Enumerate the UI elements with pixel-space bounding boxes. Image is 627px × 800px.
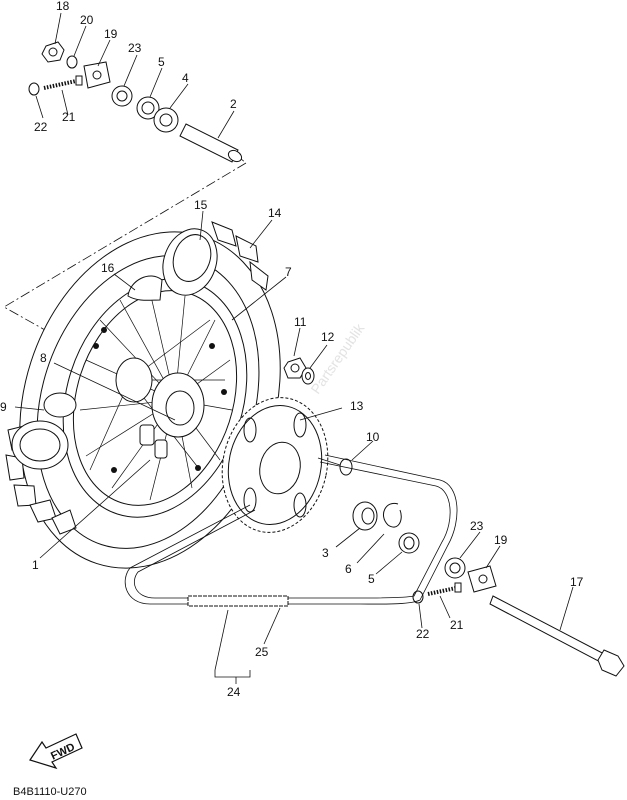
washer-part-12[interactable] (301, 367, 315, 385)
sprocket-part-13[interactable] (210, 388, 340, 543)
collar-part-23a[interactable] (111, 85, 133, 107)
callout-21: 21 (450, 618, 464, 632)
callout-17: 17 (570, 575, 584, 589)
callout-11: 11 (294, 315, 307, 329)
callout-2: 2 (230, 97, 237, 111)
callout-19: 19 (104, 27, 118, 41)
rim-band-part-9[interactable] (43, 392, 77, 418)
fwd-arrow-icon: FWD (29, 733, 83, 770)
diagram-code: B4B1110-U270 (13, 786, 87, 798)
callout-labels: 18 20 19 23 5 4 2 22 21 15 14 16 7 8 9 1… (0, 0, 584, 699)
callout-13: 13 (350, 399, 364, 413)
callout-7: 7 (285, 265, 292, 279)
oil-seal-part-5b[interactable] (398, 532, 420, 554)
callout-16: 16 (101, 261, 115, 275)
callout-1: 1 (32, 558, 39, 572)
bearing-part-4[interactable] (153, 107, 179, 133)
callout-24: 24 (227, 685, 241, 699)
callout-8: 8 (40, 351, 47, 365)
washer-part-20[interactable] (66, 55, 78, 69)
drive-chain[interactable] (124, 454, 458, 607)
callout-14: 14 (268, 206, 282, 220)
leader-lines (14, 12, 574, 684)
callout-23: 23 (128, 41, 142, 55)
callout-5: 5 (368, 572, 375, 586)
washer-part-22a[interactable] (28, 82, 40, 96)
callout-20: 20 (80, 13, 94, 27)
callout-6: 6 (345, 562, 352, 576)
bearing-part-3[interactable] (352, 501, 378, 531)
axle-part-17[interactable] (489, 595, 625, 677)
hub[interactable] (115, 357, 205, 459)
callout-3: 3 (322, 546, 329, 560)
callout-12: 12 (321, 330, 335, 344)
circlip-part-6[interactable] (383, 502, 402, 528)
nut-part-11[interactable] (283, 357, 307, 379)
oil-seal-part-5a[interactable] (136, 96, 160, 120)
collar-part-23b[interactable] (444, 557, 466, 579)
callout-9: 9 (0, 400, 7, 414)
callout-15: 15 (194, 198, 208, 212)
adjuster-part-19a[interactable] (83, 61, 111, 89)
callout-5: 5 (158, 55, 165, 69)
callout-10: 10 (366, 430, 380, 444)
adjust-bolt-part-21b[interactable] (427, 582, 462, 596)
callout-18: 18 (56, 0, 70, 13)
washer-part-22b[interactable] (412, 590, 424, 604)
callout-22: 22 (34, 120, 48, 134)
callout-22: 22 (416, 627, 430, 641)
adjuster-part-19b[interactable] (467, 565, 497, 593)
adjust-bolt-part-21a[interactable] (43, 75, 83, 90)
rim-band-part-16[interactable] (127, 275, 163, 301)
spacer-part-2[interactable] (179, 123, 244, 164)
callout-4: 4 (182, 71, 189, 85)
callout-19: 19 (494, 533, 508, 547)
tube-section (11, 420, 69, 470)
callout-25: 25 (255, 645, 269, 659)
callout-23: 23 (470, 519, 484, 533)
callout-21: 21 (62, 110, 76, 124)
nut-part-18[interactable] (41, 41, 65, 63)
watermark: Partsrepublik (307, 320, 368, 397)
